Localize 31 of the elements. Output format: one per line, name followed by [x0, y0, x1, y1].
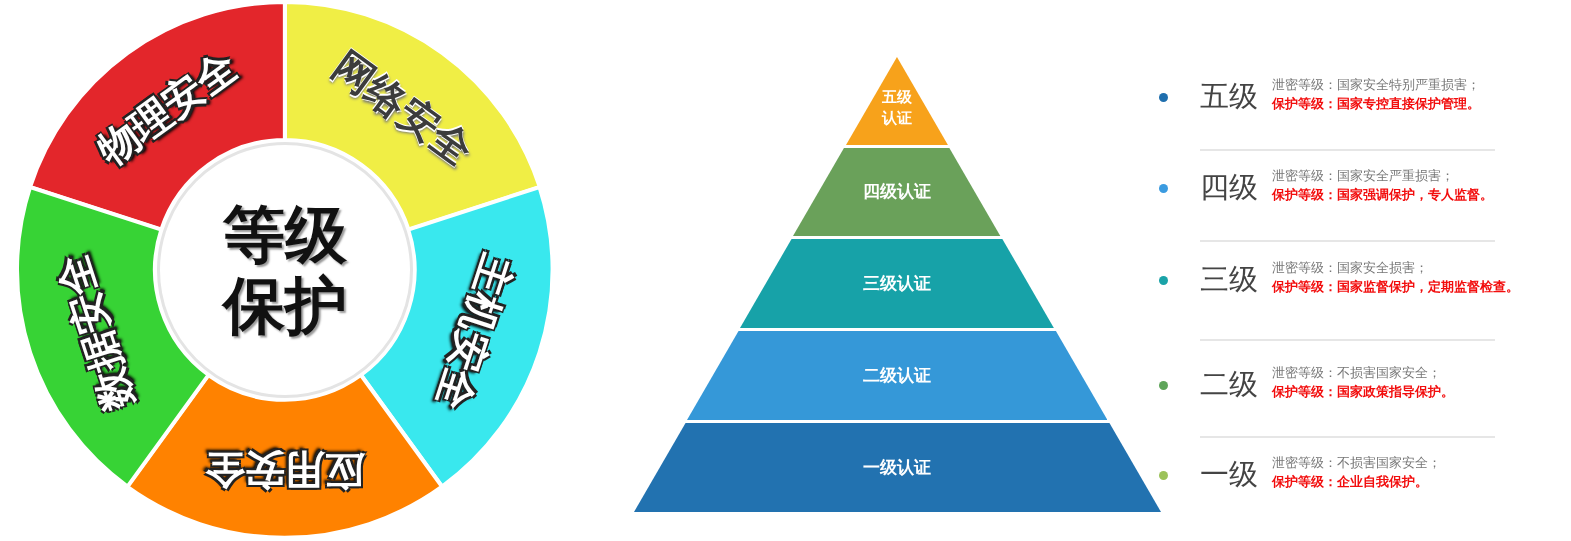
pyramid-level — [793, 148, 1001, 236]
pyramid-level — [846, 57, 948, 145]
level-name: 五级 — [1200, 78, 1258, 114]
level-name: 二级 — [1200, 366, 1258, 402]
level-label: 四级认证 — [862, 180, 932, 203]
leak-level-text: 泄密等级：不损害国家安全； — [1272, 454, 1441, 472]
level-label: 一级认证 — [862, 455, 932, 479]
segment-label: 网络安全 — [326, 45, 479, 172]
pyramid-level — [633, 423, 1161, 512]
segment-label: 应用安全 — [205, 450, 365, 490]
protection-level-text: 保护等级：企业自我保护。 — [1272, 473, 1428, 491]
segment-label: 主机安全 — [431, 249, 519, 415]
center-title: 等级保护 — [220, 198, 348, 342]
pyramid-level — [686, 331, 1108, 420]
leak-level-text: 泄密等级：国家安全严重损害； — [1272, 167, 1454, 185]
segment-label: 物理安全 — [90, 45, 244, 172]
level-label: 二级认证 — [862, 363, 932, 387]
protection-level-text: 保护等级：国家专控直接保护管理。 — [1272, 95, 1480, 113]
leak-level-text: 泄密等级：国家安全特别严重损害； — [1272, 76, 1480, 94]
segment-label: 数据安全 — [51, 249, 139, 415]
level-name: 四级 — [1200, 169, 1258, 205]
level-name: 三级 — [1200, 261, 1258, 297]
leak-level-text: 泄密等级：不损害国家安全； — [1272, 364, 1441, 382]
protection-level-text: 保护等级：国家政策指导保护。 — [1272, 383, 1454, 401]
leak-level-text: 泄密等级：国家安全损害； — [1272, 259, 1428, 277]
level-label: 五级认证 — [880, 87, 913, 129]
level-label: 三级认证 — [862, 271, 932, 295]
protection-level-text: 保护等级：国家监督保护，定期监督检查。 — [1272, 278, 1519, 296]
level-name: 一级 — [1200, 456, 1258, 492]
protection-level-text: 保护等级：国家强调保护，专人监督。 — [1272, 186, 1493, 204]
pyramid-level — [740, 239, 1054, 328]
